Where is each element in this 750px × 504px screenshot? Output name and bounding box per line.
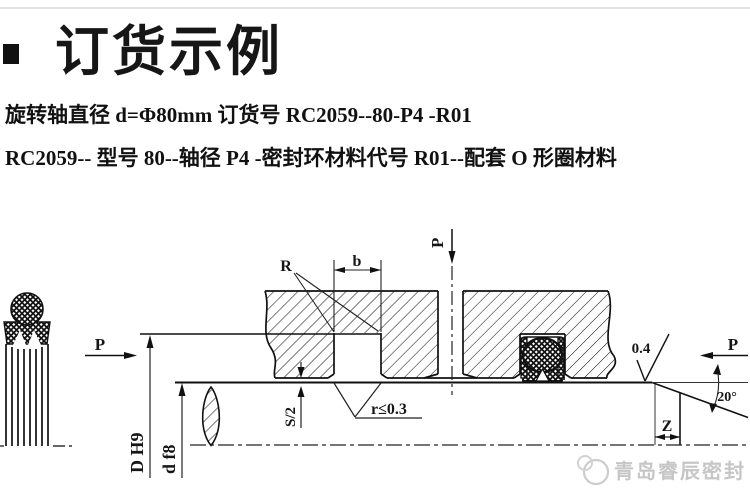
arrowhead [334, 267, 345, 273]
oring-section-circle [10, 292, 44, 326]
title-bullet-square [3, 44, 19, 64]
groove-width-dimension: b [333, 253, 382, 332]
arrowhead [670, 434, 680, 440]
seal-lip-notch [534, 367, 551, 382]
squeeze-dimension: S/2 [283, 362, 305, 428]
groove-radius-label: R [280, 258, 292, 275]
housing-bore-label: D H9 [127, 433, 147, 474]
watermark-logo-circle [577, 455, 593, 471]
pressure-label: P [428, 238, 447, 248]
pressure-label: P [95, 335, 105, 354]
roughness-check-left [636, 359, 646, 382]
seal-lip-notch [13, 330, 26, 345]
oring-in-groove [521, 336, 564, 374]
leader-line [354, 382, 382, 418]
shaft [175, 381, 749, 447]
corner-radius-label: r≤0.3 [371, 401, 407, 418]
chamfer-angle-label: 20° [717, 390, 737, 405]
leader-line [295, 272, 379, 332]
watermark-text: 青岛睿辰密封 [614, 459, 746, 483]
arrowhead [370, 267, 381, 273]
arrowhead [146, 335, 154, 348]
surface-roughness-symbol: 0.4 [632, 333, 670, 382]
center-port-cutout [424, 291, 477, 379]
leader-line [333, 382, 356, 418]
shaft-diameter-label: d f8 [159, 444, 179, 474]
groove-width-label: b [353, 253, 362, 270]
seal-outer-contour [520, 336, 565, 380]
top-divider [0, 7, 750, 9]
arrowhead [709, 403, 717, 413]
pressure-label: P [728, 335, 738, 354]
roughness-value: 0.4 [632, 341, 651, 357]
seal-profile-figure [0, 292, 76, 447]
chamfer-length-label: Z [662, 418, 673, 435]
diameter-dimensions: D H9 d f8 [127, 333, 381, 478]
seal-lip-notch [28, 330, 41, 345]
revolved-section-lens [201, 385, 221, 447]
arrowhead [297, 386, 305, 397]
corner-radius-callout: r≤0.3 [333, 382, 422, 419]
watermark-logo-circle [582, 458, 610, 486]
pressure-arrow-top: P [428, 229, 456, 395]
ordering-code-legend-line: RC2059-- 型号 80--轴径 P4 -密封环材料代号 R01--配套 O… [5, 146, 617, 170]
pressure-arrow-left: P [85, 335, 137, 359]
arrowhead [178, 383, 186, 396]
arrowhead [448, 251, 456, 264]
arrowhead [124, 352, 137, 359]
left-groove-cutout [328, 333, 387, 379]
pressure-arrow-right: P [700, 335, 748, 359]
leader-line [293, 272, 335, 333]
seal-skirt-lines [5, 344, 49, 446]
roughness-check-right [644, 333, 670, 382]
squeeze-label: S/2 [283, 407, 299, 427]
groove-radius-callout: R [280, 258, 379, 333]
housing-outline [264, 290, 617, 379]
chamfer-dimension: Z 20° [655, 364, 737, 440]
arrowhead [297, 367, 305, 378]
ordering-example-line: 旋转轴直径 d=Φ80mm 订货号 RC2059--80-P4 -R01 [5, 103, 472, 127]
arrowhead [700, 352, 713, 359]
arrowhead [655, 434, 665, 440]
watermark: 青岛睿辰密封 [577, 455, 746, 486]
arrowhead [713, 364, 721, 375]
chamfer-line [651, 381, 749, 419]
page-title: 订货示例 [55, 22, 283, 82]
installed-seal [520, 336, 565, 382]
